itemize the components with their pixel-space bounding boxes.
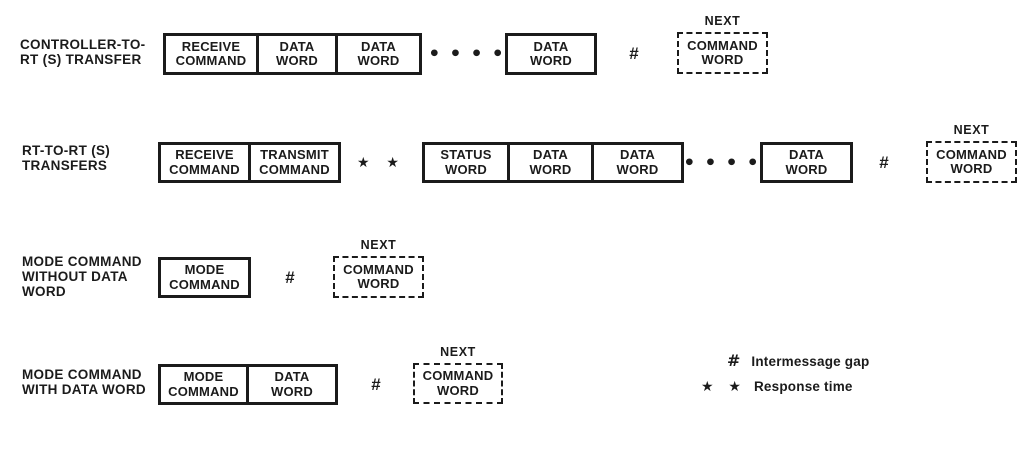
intermessage-gap-symbol: # (629, 44, 639, 63)
next-command-word: NEXT COMMAND WORD (677, 13, 768, 74)
legend-intermessage-gap: # Intermessage gap (727, 351, 869, 370)
row-label-controller-to-rt: CONTROLLER-TO- RT (S) TRANSFER (20, 37, 146, 67)
mode-command-data-group: MODE COMMAND DATA WORD (158, 364, 338, 405)
next-command-word: NEXT COMMAND WORD (333, 237, 424, 298)
data-word-box: DATA WORD (507, 142, 594, 183)
data-word-box: DATA WORD (246, 364, 338, 405)
command-pair-group: RECEIVE COMMAND TRANSMIT COMMAND (158, 142, 341, 183)
intermessage-gap-symbol: # (371, 374, 381, 394)
data-word-box: DATA WORD (760, 142, 853, 183)
next-command-word-box: COMMAND WORD (926, 141, 1017, 183)
next-label: NEXT (440, 345, 476, 359)
hash-symbol: # (727, 351, 741, 370)
response-time-stars-symbol: ★ ★ (701, 379, 746, 395)
mode-command-box: MODE COMMAND (158, 257, 251, 298)
next-command-word-box: COMMAND WORD (333, 256, 424, 298)
intermessage-gap-symbol: # (879, 152, 889, 172)
row-label-rt-to-rt: RT-TO-RT (S) TRANSFERS (22, 143, 111, 173)
receive-command-box: RECEIVE COMMAND (158, 142, 251, 183)
transmit-command-box: TRANSMIT COMMAND (248, 142, 341, 183)
intermessage-gap-symbol: # (285, 267, 295, 287)
legend-response-time: ★ ★ Response time (701, 379, 853, 395)
next-label: NEXT (704, 14, 741, 28)
row-label-mode-command-with-data: MODE COMMAND WITH DATA WORD (22, 367, 146, 397)
data-word-box: DATA WORD (591, 142, 684, 183)
row-label-mode-command-without-data: MODE COMMAND WITHOUT DATA WORD (22, 254, 142, 299)
next-command-word: NEXT COMMAND WORD (926, 122, 1017, 183)
ellipsis-dots: •••• (428, 43, 513, 65)
data-word-box: DATA WORD (256, 33, 338, 75)
ellipsis-dots: •••• (683, 151, 768, 174)
status-and-data-word-group: STATUS WORD DATA WORD DATA WORD (422, 142, 684, 183)
mode-command-box: MODE COMMAND (158, 364, 249, 405)
next-command-word: NEXT COMMAND WORD (413, 344, 503, 404)
intermessage-gap-label: Intermessage gap (751, 354, 870, 369)
data-word-box: DATA WORD (505, 33, 597, 75)
status-word-box: STATUS WORD (422, 142, 510, 183)
next-label: NEXT (953, 123, 990, 137)
next-command-word-box: COMMAND WORD (413, 363, 503, 404)
command-and-data-word-group: RECEIVE COMMAND DATA WORD DATA WORD (163, 33, 422, 75)
next-label: NEXT (360, 238, 397, 252)
response-time-label: Response time (753, 379, 853, 394)
data-word-box: DATA WORD (335, 33, 422, 75)
receive-command-box: RECEIVE COMMAND (163, 33, 259, 75)
next-command-word-box: COMMAND WORD (677, 32, 768, 74)
response-time-stars: ★ ★ (357, 154, 405, 171)
